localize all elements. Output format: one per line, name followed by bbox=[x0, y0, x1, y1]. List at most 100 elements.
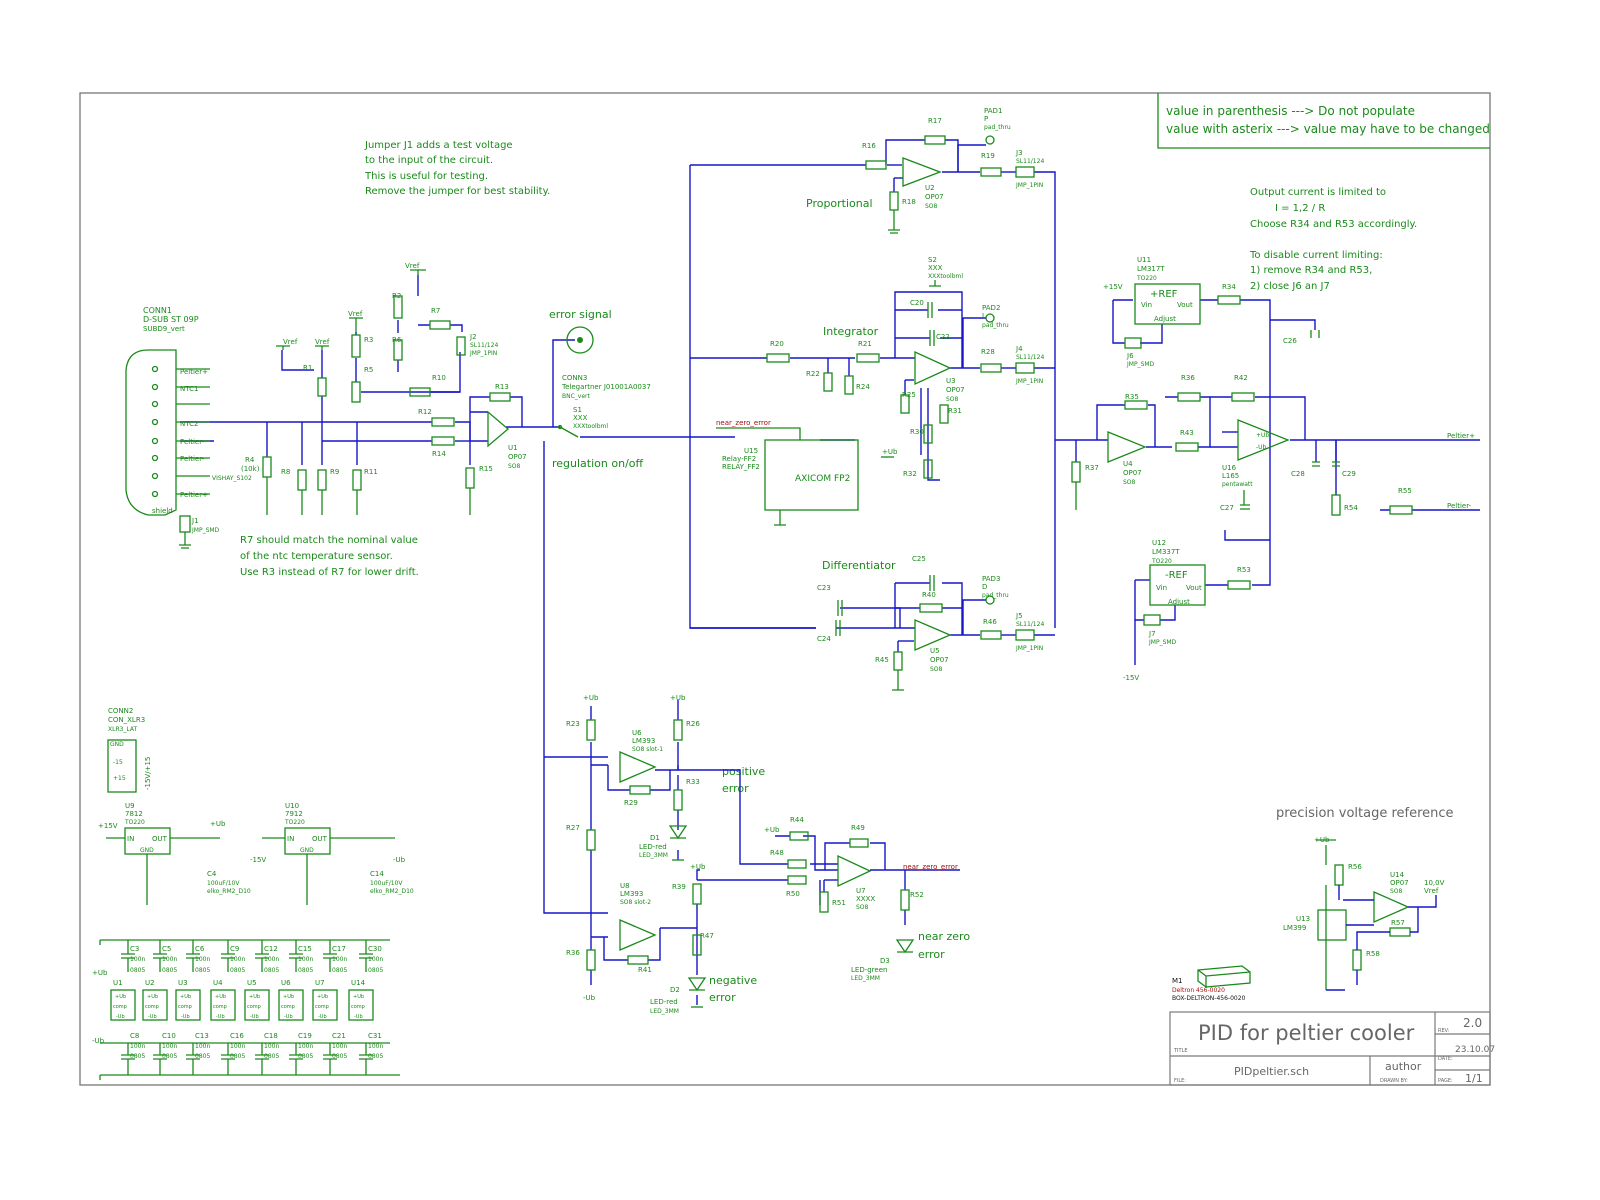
bank-top-cap-value: 100n bbox=[368, 956, 383, 963]
label-near-zero-1: near zero bbox=[918, 930, 970, 943]
r53-label: R53 bbox=[1237, 566, 1251, 574]
pad3-name: D bbox=[982, 583, 987, 591]
bank-ic-block bbox=[210, 989, 236, 1021]
precision-reference: +Ub R56 U13 LM399 U14 OP07 SO8 R57 R58 1… bbox=[1283, 836, 1445, 991]
bank-ic-pin-vcc: +Ub bbox=[215, 994, 226, 1000]
r24-label: R24 bbox=[856, 383, 870, 391]
u6-label: U6 bbox=[632, 729, 642, 737]
plus-ub-label-int: +Ub bbox=[882, 448, 898, 456]
label-positive-error-1: positive bbox=[722, 765, 765, 778]
r52-label: R52 bbox=[910, 891, 924, 899]
title-text: PID for peltier cooler bbox=[1198, 1021, 1415, 1045]
bank-bottom-cap-label: C19 bbox=[298, 1032, 312, 1040]
peltier-minus-out: Peltier- bbox=[1447, 502, 1472, 510]
ref-plus-label: +REF bbox=[1150, 289, 1178, 300]
u3-label: U3 bbox=[946, 377, 956, 385]
r1-label: R1 bbox=[303, 364, 312, 372]
differentiator-stage: C23 C24 C25 R40 R45 R46 PAD3 D pad_thru … bbox=[817, 555, 1044, 691]
r8-label: R8 bbox=[281, 468, 290, 476]
r56-label: R56 bbox=[1348, 863, 1362, 871]
bank-ic-pin-comp: comp bbox=[145, 1004, 159, 1010]
u10-in: IN bbox=[287, 835, 294, 843]
bank-bottom-cap-value: 100n bbox=[332, 1043, 347, 1050]
u10-gnd: GND bbox=[300, 847, 314, 854]
d3-pkg: LED_3MM bbox=[851, 975, 880, 982]
u4-label: U4 bbox=[1123, 460, 1133, 468]
u1-pkg: SO8 bbox=[508, 463, 521, 470]
label-proportional: Proportional bbox=[806, 197, 873, 210]
bank-bottom-cap-pkg: 0805 bbox=[332, 1053, 347, 1060]
current-note-6: 1) remove R34 and R53, bbox=[1250, 265, 1372, 276]
r27-label: R27 bbox=[566, 824, 580, 832]
current-note-3: Choose R34 and R53 accordingly. bbox=[1250, 219, 1417, 230]
proportional-stage: R16 R17 R18 R19 PAD1 P pad_thru J3 SL11/… bbox=[862, 107, 1044, 234]
u5-label: U5 bbox=[930, 647, 940, 655]
jumper-note: Jumper J1 adds a test voltage to the inp… bbox=[364, 140, 550, 197]
u10-type: 7912 bbox=[285, 810, 303, 818]
bank-top-cap-symbol bbox=[359, 940, 373, 972]
u8-pkg: SO8 slot-2 bbox=[620, 899, 651, 906]
pad1-pkg: pad_thru bbox=[984, 124, 1011, 131]
u7-type: XXXX bbox=[856, 895, 875, 903]
bank-top-cap-label: C6 bbox=[195, 945, 205, 953]
bank-top-cap-pkg: 0805 bbox=[264, 967, 279, 974]
u5-type: OP07 bbox=[930, 656, 949, 664]
minus-ub-label-comp: -Ub bbox=[583, 994, 596, 1002]
sheet-frame bbox=[79, 92, 1491, 1086]
legend-box: value in parenthesis ---> Do not populat… bbox=[1157, 93, 1490, 149]
u9-pkg: TO220 bbox=[124, 819, 145, 826]
bank-ic-pin-vee: -Ub bbox=[284, 1014, 293, 1020]
bank-bottom-cap-pkg: 0805 bbox=[195, 1053, 210, 1060]
bank-top-cap-value: 100n bbox=[332, 956, 347, 963]
label-error-signal: error signal bbox=[549, 308, 612, 321]
c25-label: C25 bbox=[912, 555, 926, 563]
j7-label: J7 bbox=[1148, 630, 1156, 638]
u9-out: OUT bbox=[152, 835, 168, 843]
r32-label: R32 bbox=[903, 470, 917, 478]
u15-pkg: RELAY_FF2 bbox=[722, 463, 760, 471]
u5-pkg: SO8 bbox=[930, 666, 943, 673]
u15-label: U15 bbox=[744, 447, 758, 455]
u8-label: U8 bbox=[620, 882, 630, 890]
u3-type: OP07 bbox=[946, 386, 965, 394]
bank-ic-pin-comp: comp bbox=[281, 1004, 295, 1010]
c27-label: C27 bbox=[1220, 504, 1234, 512]
bank-ic-block bbox=[278, 989, 304, 1021]
r3-label: R3 bbox=[364, 336, 373, 344]
title-label: TITLE bbox=[1173, 1048, 1188, 1054]
title-block: PID for peltier cooler TITLE 2.0 REV: 23… bbox=[1169, 1011, 1495, 1086]
bank-top-cap-pkg: 0805 bbox=[368, 967, 383, 974]
bank-top-cap-label: C12 bbox=[264, 945, 278, 953]
conn2-label-1: CONN2 bbox=[108, 707, 133, 715]
voltage-regulators: IN OUT GND U9 7812 TO220 +15V +Ub IN OUT… bbox=[98, 802, 414, 905]
bank-top-cap-symbol bbox=[186, 940, 200, 972]
conn1-pin-shield: shield bbox=[152, 507, 173, 515]
u8-type: LM393 bbox=[620, 890, 643, 898]
bank-top-cap-label: C3 bbox=[130, 945, 139, 953]
bank-ic-pin-vee: -Ub bbox=[250, 1014, 259, 1020]
s1-label: S1 bbox=[573, 406, 582, 414]
bank-top-cap-symbol bbox=[323, 940, 337, 972]
r58-label: R58 bbox=[1366, 950, 1380, 958]
current-note-1: Output current is limited to bbox=[1250, 187, 1386, 198]
bank-ic-pin-vee: -Ub bbox=[116, 1014, 125, 1020]
u10-label: U10 bbox=[285, 802, 299, 810]
u13-label: U13 bbox=[1296, 915, 1310, 923]
u6-pkg: SO8 slot-1 bbox=[632, 746, 663, 753]
comparators: +Ub R23 R26 +Ub U6 LM393 SO8 slot-1 R29 … bbox=[566, 694, 958, 1015]
file-value: PIDpeltier.sch bbox=[1234, 1065, 1309, 1078]
u2-pkg: SO8 bbox=[925, 203, 938, 210]
c4-value: 100uF/10V bbox=[207, 880, 240, 887]
bank-ic-block bbox=[244, 989, 270, 1021]
r23-label: R23 bbox=[566, 720, 580, 728]
r14-label: R14 bbox=[432, 450, 446, 458]
bank-bottom-cap-symbol bbox=[323, 1043, 337, 1075]
label-positive-error-2: error bbox=[722, 782, 749, 795]
bank-ic-label: U3 bbox=[178, 979, 188, 987]
bank-minus-ub-label: -Ub bbox=[92, 1037, 105, 1045]
minus-ub-label-u10: -Ub bbox=[393, 856, 406, 864]
u9-type: 7812 bbox=[125, 810, 143, 818]
c22-label: C22 bbox=[936, 333, 950, 341]
c4-pkg: elko_RM2_D10 bbox=[207, 888, 251, 895]
bank-bottom-cap-symbol bbox=[255, 1043, 269, 1075]
